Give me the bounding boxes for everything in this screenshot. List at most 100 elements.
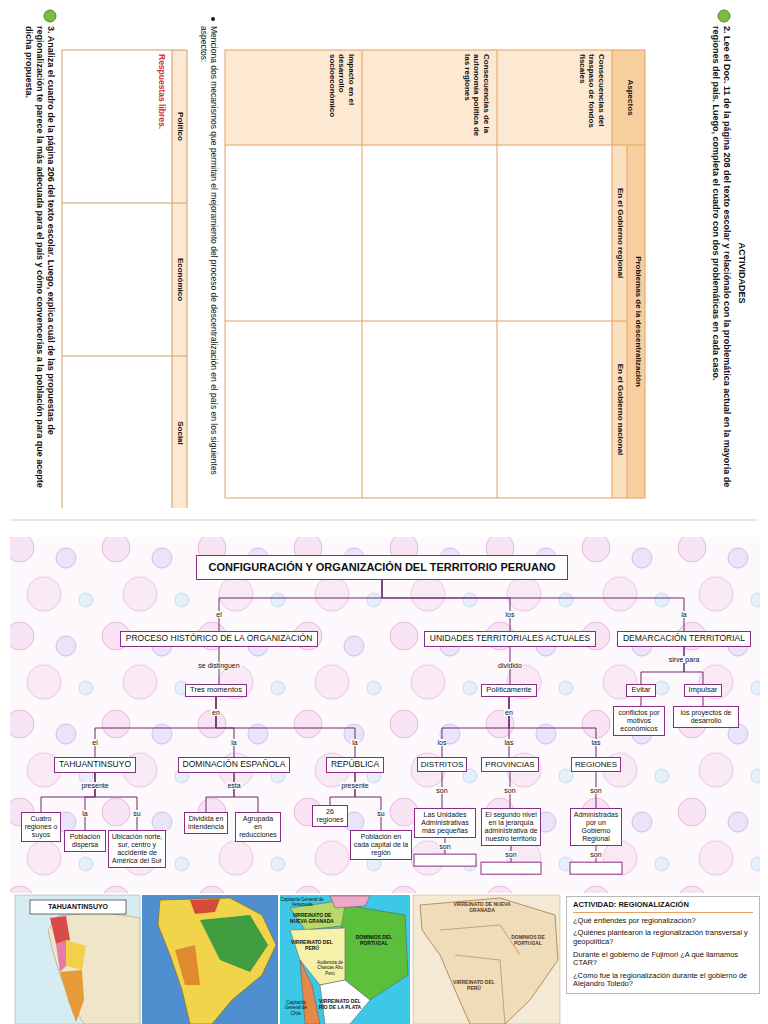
map-label: DOMINIOS DE PORTUGAL <box>508 934 548 946</box>
concept-box: PROVINCIAS <box>481 757 538 772</box>
concept-box: Dividida en intendencia <box>184 812 228 834</box>
concept-box: Agrupada en reducciones <box>235 812 281 842</box>
map-land <box>48 912 140 1024</box>
worksheet: ACTIVIDADES2. Lee el Doc. 11 de la págin… <box>17 8 752 508</box>
concept-box: Políticamente <box>481 684 536 697</box>
connector-label: el <box>215 611 222 618</box>
worksheet-ground <box>17 8 752 508</box>
empty-answer-box <box>481 862 541 874</box>
connector-line <box>641 647 684 684</box>
concept-box: DISTRITOS <box>417 757 468 772</box>
node-text: UNIDADES TERRITORIALES ACTUALES <box>430 634 590 644</box>
table-lines <box>225 50 645 498</box>
concept-box: UNIDADES TERRITORIALES ACTUALES <box>424 631 596 647</box>
worksheet-text: Consecuencias de la autonomía política d… <box>462 54 491 141</box>
concept-box: Tres momentos <box>185 684 247 697</box>
connector-word: son <box>504 851 517 858</box>
connector-line <box>330 773 355 805</box>
map-land <box>158 898 276 1024</box>
connector-label: su <box>376 810 385 817</box>
connector-line <box>41 773 95 812</box>
header-cell <box>172 50 187 508</box>
connector-label: los <box>505 611 516 618</box>
question-text: Durante el gobierno de Fujimori ¿A qué l… <box>573 951 753 968</box>
connector-word: en <box>211 709 221 716</box>
shape-rect <box>62 50 187 508</box>
map-label: Audiencia de Charcas Alto Perú <box>313 960 347 976</box>
table-lines <box>62 50 187 508</box>
concept-box: Administradas por un Gobierno Regional <box>570 808 622 846</box>
shape-line <box>62 203 187 204</box>
connector-line <box>509 697 596 757</box>
connector-line <box>95 697 216 757</box>
node-text: Población en cada capital de la región <box>353 833 409 857</box>
connector-label: su <box>132 810 141 817</box>
concept-box: Evitar <box>626 684 655 697</box>
connector-label: son <box>589 787 602 794</box>
node-text: Cuatro regiones o suyos <box>24 815 58 839</box>
connector-line <box>442 697 509 757</box>
node-text: Ubicación norte, sur, centro y accidente… <box>111 833 163 865</box>
map-label: Capitanía General de Chile <box>281 1000 311 1016</box>
node-text: DISTRITOS <box>421 760 464 769</box>
concept-box: El segundo nivel en la jerarquía adminis… <box>481 808 541 846</box>
worksheet-text: En el Gobierno nacional <box>615 321 625 498</box>
connector-line <box>382 580 684 631</box>
concept-box: los proyectos de desarrollo <box>673 706 739 728</box>
worksheet-text: En el Gobierno regional <box>615 145 625 321</box>
concept-box: 26 regiones <box>312 805 348 827</box>
node-text: DEMARCACIÓN TERRITORIAL <box>623 634 745 644</box>
connector-label: la <box>351 739 358 746</box>
worksheet-text: Aspectos <box>625 50 635 145</box>
shape-line <box>172 50 173 508</box>
connector-label: el <box>91 739 98 746</box>
worksheet-text: Consecuencias del traspaso de fondos fis… <box>577 54 606 141</box>
title-box: CONFIGURACIÓN Y ORGANIZACIÓN DEL TERRITO… <box>196 555 569 580</box>
separator-line <box>10 520 758 521</box>
shape-line <box>497 50 498 498</box>
concept-box: Ubicación norte, sur, centro y accidente… <box>108 830 166 868</box>
map-label: VIRREINATO DE NUEVA GRANADA <box>451 901 513 913</box>
activity-box: ACTIVIDAD: REGIONALIZACIÓN¿Qué entiendes… <box>566 896 760 994</box>
worksheet-text: Impacto en el desarrollo socioeconómico <box>327 54 356 141</box>
connector-label: se distinguen <box>197 662 240 669</box>
connector-label: dividido <box>497 662 523 669</box>
map-label: Capitanía General de Venezuela <box>276 897 328 908</box>
connector-line <box>640 697 641 706</box>
aspect-column <box>225 50 612 145</box>
node-text: PROCESO HISTÓRICO DE LA ORGANIZACIÓN <box>126 634 313 644</box>
node-text: 26 regiones <box>315 808 345 824</box>
connector-word: esta <box>226 782 241 789</box>
map-sea <box>280 895 410 1024</box>
shape-line <box>362 50 363 498</box>
map-region <box>290 928 345 985</box>
node-text: REPÚBLICA <box>331 760 379 770</box>
connector-line <box>206 773 234 812</box>
map-land <box>420 898 558 1024</box>
shape-rect <box>225 50 645 498</box>
shape-line <box>225 321 627 322</box>
header-cell <box>612 50 645 145</box>
map-ground <box>10 537 760 893</box>
node-text: CONFIGURACIÓN Y ORGANIZACIÓN DEL TERRITO… <box>209 561 556 574</box>
connector-line <box>216 697 234 757</box>
worksheet-text: Respuestas libres. <box>157 54 167 194</box>
shape-line <box>627 145 628 498</box>
concept-box: DOMINACIÓN ESPAÑOLA <box>178 757 291 773</box>
concept-box: Impulsar <box>684 684 723 697</box>
suyo-region <box>66 940 86 970</box>
node-text: DOMINACIÓN ESPAÑOLA <box>183 760 286 770</box>
connector-line <box>219 580 382 631</box>
connector-label: las <box>591 739 602 746</box>
map-label: VIRREINATO DEL PERÚ <box>452 979 496 991</box>
concept-box: REGIONES <box>571 757 621 772</box>
node-text: Población dispersa <box>67 833 103 849</box>
concept-box: conflictos por motivos económicos <box>613 706 665 736</box>
connector-word: son <box>589 851 602 858</box>
connector-word: sirve para <box>668 656 701 663</box>
connector-line <box>216 697 355 757</box>
map-title-box <box>30 900 126 914</box>
connector-label: las <box>504 739 515 746</box>
activity-heading: ACTIVIDAD: REGIONALIZACIÓN <box>573 901 753 913</box>
